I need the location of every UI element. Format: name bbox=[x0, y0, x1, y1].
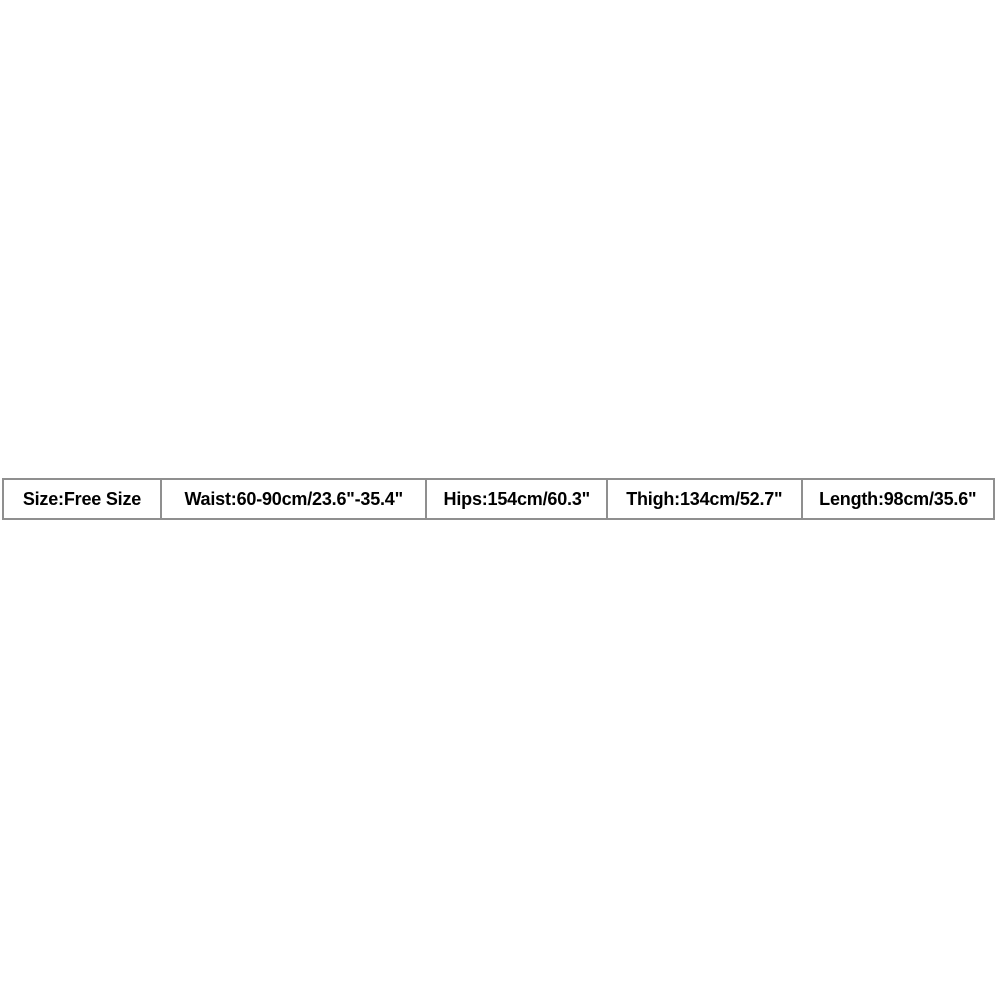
size-chart-cell-thigh: Thigh:134cm/52.7" bbox=[606, 480, 800, 518]
size-chart-cell-size: Size:Free Size bbox=[22, 488, 142, 509]
size-chart-cell-waist: Waist:60-90cm/23.6"-35.4" bbox=[159, 480, 426, 518]
size-chart-cell-hips: Hips:154cm/60.3" bbox=[425, 480, 606, 518]
size-chart-table: Size:Free Size Waist:60-90cm/23.6"-35.4"… bbox=[2, 478, 995, 520]
size-chart-cell-length: Length:98cm/35.6" bbox=[800, 480, 993, 518]
